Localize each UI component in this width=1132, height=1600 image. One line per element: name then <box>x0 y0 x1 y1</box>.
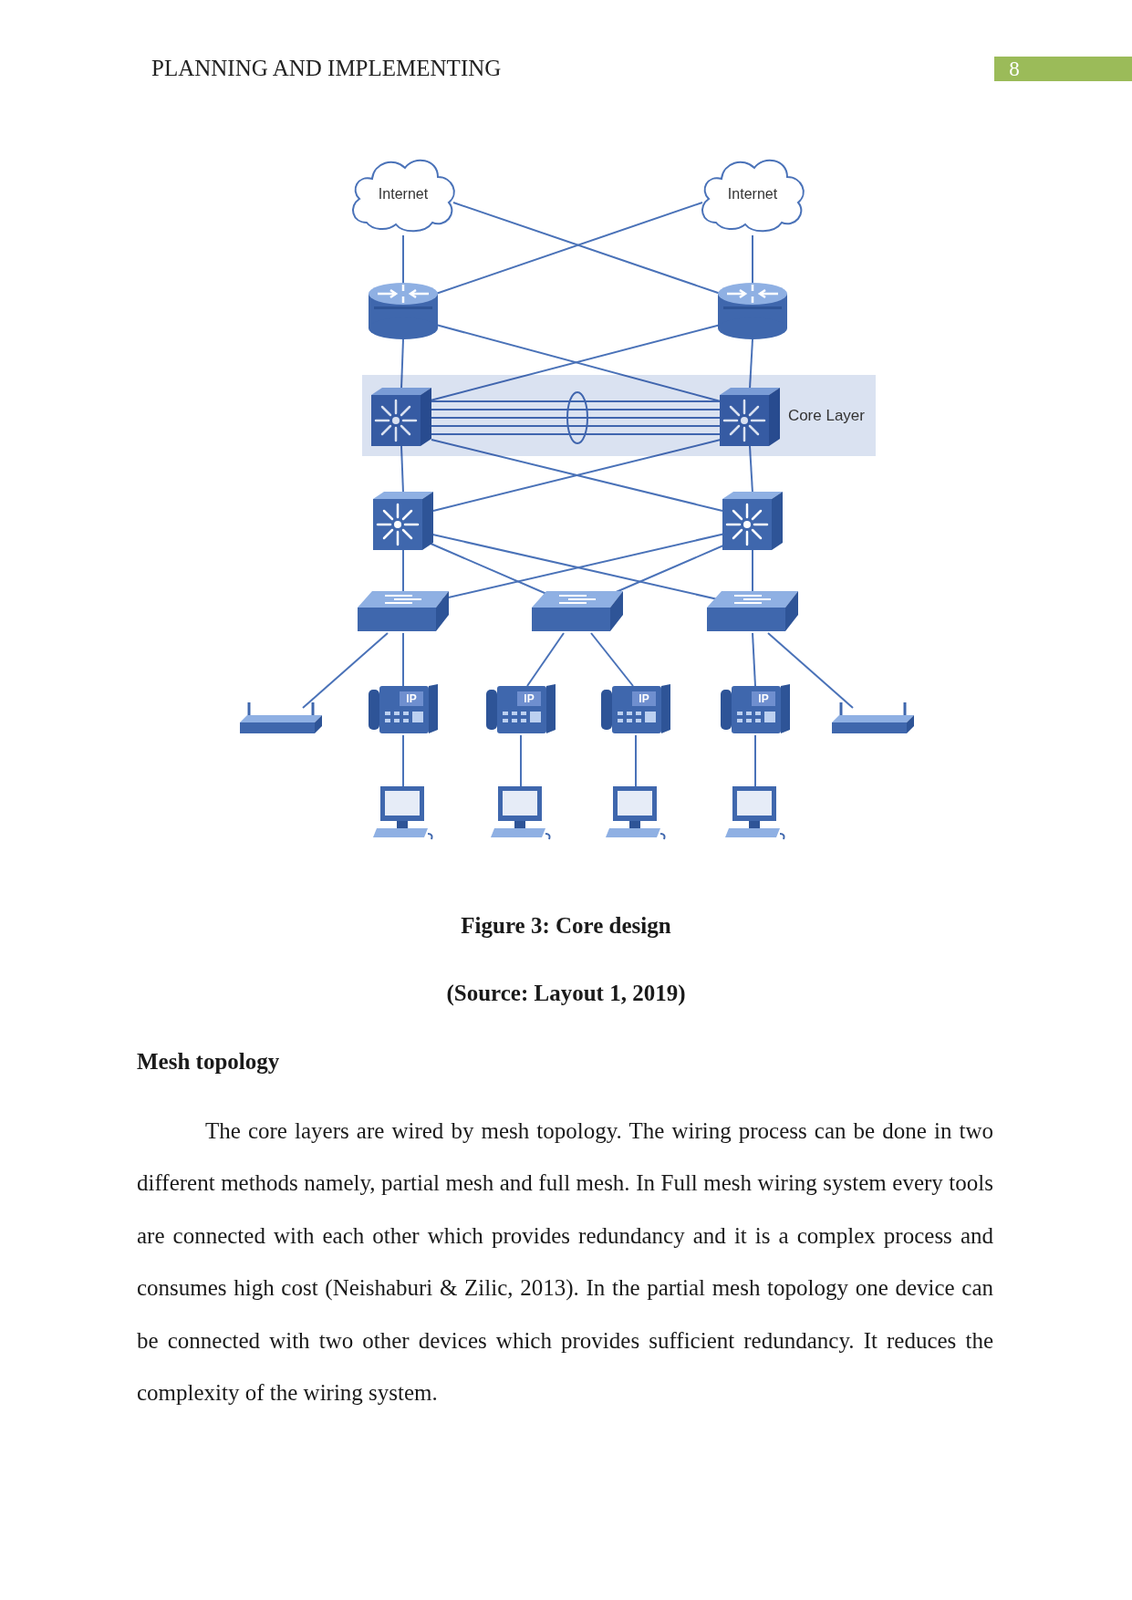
figure-source: (Source: Layout 1, 2019) <box>0 980 1132 1007</box>
layer-label: Core Layer <box>788 406 865 426</box>
cloud-label: Internet <box>378 186 428 203</box>
core-layer-band: Core Layer <box>362 374 876 457</box>
ip-logo: IP <box>405 692 416 706</box>
figure-caption: Figure 3: Core design <box>0 913 1132 939</box>
internet-cloud: Internet <box>346 153 460 236</box>
page-number: 8 <box>994 56 1035 82</box>
ip-logo: IP <box>638 692 649 706</box>
ip-logo: IP <box>523 692 534 706</box>
cloud-label: Internet <box>727 186 778 203</box>
running-header: PLANNING AND IMPLEMENTING <box>151 55 501 82</box>
ip-logo: IP <box>758 692 769 706</box>
section-heading: Mesh topology <box>136 1048 280 1075</box>
body-paragraph: The core layers are wired by mesh topolo… <box>136 1104 994 1419</box>
internet-cloud: Internet <box>695 153 810 236</box>
